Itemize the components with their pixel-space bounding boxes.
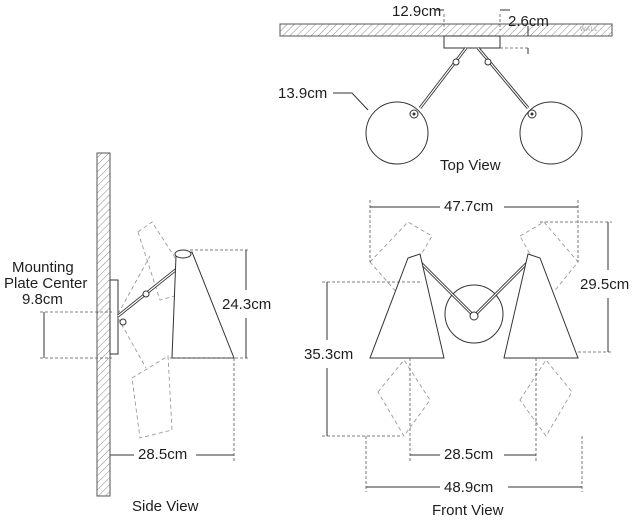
top-shade-left [365,101,429,165]
front-shade-height-label: 29.5cm [580,276,630,293]
front-overall-width-upper: 47.7cm [444,198,494,215]
front-overall-width-lower: 48.9cm [444,479,494,496]
front-shade-left [369,253,445,359]
top-view [279,9,613,165]
front-inner-width-label: 28.5cm [444,446,494,463]
top-wall-tag: WALL [580,27,599,33]
front-shade-right [503,253,579,359]
front-overall-height-label: 35.3cm [304,346,354,363]
front-view [322,200,612,492]
side-view-title: Side View [132,498,199,515]
side-mounting-plate [109,279,119,355]
top-mounting-plate [443,35,501,49]
side-extension-label: 28.5cm [138,446,188,463]
top-plate-depth-label: 2.6cm [508,13,549,30]
front-view-title: Front View [432,502,504,519]
side-mount-label-line2: Plate Center [4,275,88,292]
top-shade-diameter-label: 13.9cm [278,85,328,102]
top-plate-width-label: 12.9cm [392,3,442,20]
side-mount-label-line1: Mounting [12,259,74,276]
top-view-title: Top View [440,157,501,174]
top-wall-strip [279,23,613,37]
side-shade-height-label: 24.3cm [222,296,272,313]
side-wall [96,152,111,497]
top-shade-right [519,101,583,165]
side-view [40,152,250,497]
side-mount-center-height: 9.8cm [22,291,63,308]
